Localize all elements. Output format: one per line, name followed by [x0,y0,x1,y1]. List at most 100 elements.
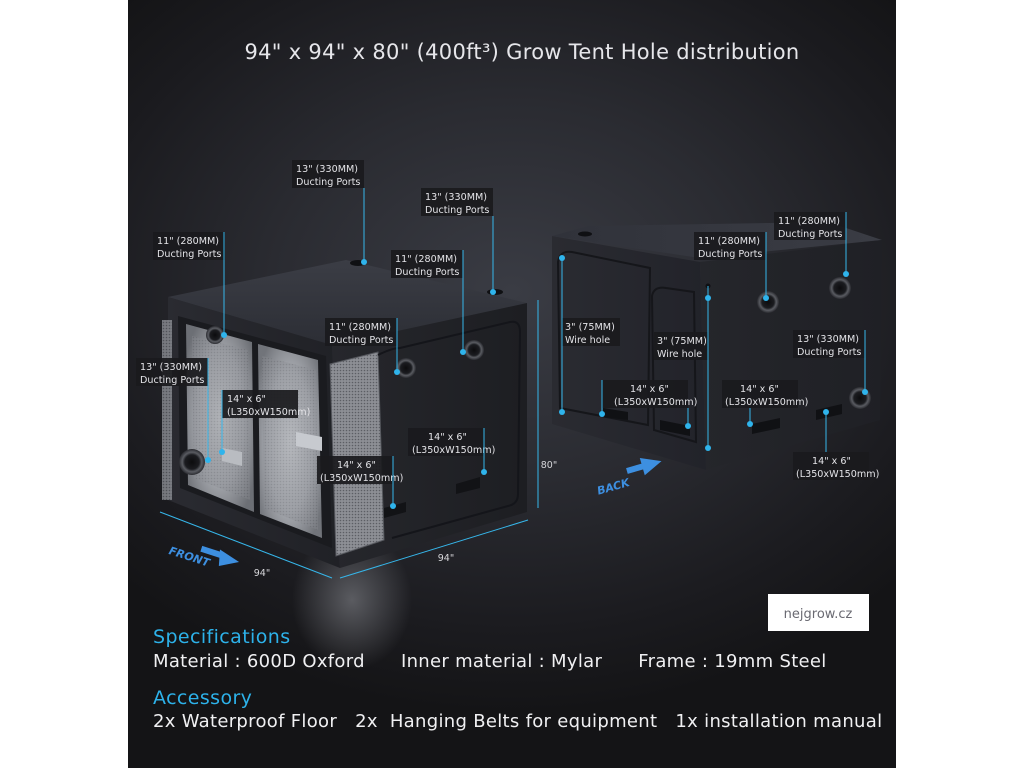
front-arrow-shaft [200,545,224,559]
front-port-11-mid-icon [464,340,484,360]
callout-dot [361,259,367,265]
callout-line-1: 14" x 6" [740,384,779,395]
callout-box [292,160,364,188]
rolled-door-left [162,320,172,500]
back-port-11-right-icon [829,277,851,299]
infographic-title: 94" x 94" x 80" (400ft³) Grow Tent Hole … [244,40,799,64]
callout-line-2: Wire hole [657,349,702,360]
callout-dot-top [559,255,565,261]
callout-line-1: 13" (330MM) [140,362,202,373]
callout-line-2: (L350xW150mm) [796,469,879,480]
callout-box [421,188,493,216]
callout-line-1: 14" x 6" [337,460,376,471]
callout-back-right-13: 13" (330MM) Ducting Ports [793,330,868,395]
back-arrow-shaft [626,463,646,474]
specifications-heading: Specifications [153,626,291,648]
callout-line-2: Wire hole [565,335,610,346]
callout-dot [747,421,753,427]
callout-dot-top [705,295,711,301]
callout-dot [823,409,829,415]
callout-line-2: Ducting Ports [296,177,360,188]
callout-box [774,212,846,240]
callout-back-vent-left: 14" x 6" (L350xW150mm) [599,380,697,429]
callout-dot [481,469,487,475]
callout-front-vent-left: 14" x 6" (L350xW150mm) [219,390,310,455]
callout-dot [843,271,849,277]
front-vent-side-low [384,502,406,518]
front-vent-left [222,448,242,466]
callout-front-top-13: 13" (330MM) Ducting Ports [292,160,367,265]
specifications-line: Material : 600D Oxford Inner material : … [153,651,827,672]
callout-line-2: Ducting Ports [140,375,204,386]
callout-line-1: 13" (330MM) [296,164,358,175]
callout-dot [460,349,466,355]
watermark: nejgrow.cz [768,594,869,631]
dimension-line-width [159,511,333,579]
callout-line-2: Ducting Ports [797,347,861,358]
front-arrow-head-icon [218,549,240,566]
callout-back-top-right-11: 11" (280MM) Ducting Ports [774,212,849,277]
dimension-line-depth [339,519,529,579]
callout-line-2: Ducting Ports [778,229,842,240]
callout-back-vent-right: 14" x 6" (L350xW150mm) [722,380,808,427]
callout-box [325,318,397,346]
back-tent: BACK 11" (280MM) Ducting Ports 11" (280M… [552,212,882,498]
callout-dot-bottom [705,445,711,451]
open-door-flap-edge [329,351,385,557]
front-direction-arrow: FRONT [167,544,240,570]
callout-line-2: (L350xW150mm) [412,445,495,456]
callout-dot [862,389,868,395]
callout-line-2: (L350xW150mm) [320,473,403,484]
callout-line-1: 14" x 6" [428,432,467,443]
back-direction-arrow: BACK [596,457,662,498]
side-door-zipper [377,320,522,539]
back-vent-mid [660,420,690,436]
back-port-11-left-icon [757,291,779,313]
callout-front-left-11: 11" (280MM) Ducting Ports [153,232,227,338]
callout-line-2: Ducting Ports [395,267,459,278]
callout-dot [221,332,227,338]
callout-line-2: Ducting Ports [157,249,221,260]
open-door-flap [330,352,384,556]
callout-line-1: 14" x 6" [812,456,851,467]
callout-back-vent-bottom: 14" x 6" (L350xW150mm) [793,409,879,480]
callout-box [408,428,484,456]
callout-dot-2 [685,423,691,429]
callout-front-vent-mid: 14" x 6" (L350xW150mm) [317,456,403,509]
callout-dot-bottom [559,409,565,415]
callout-box [391,250,463,278]
back-vent-left [603,408,628,420]
callout-front-left-13: 13" (330MM) Ducting Ports [136,358,211,463]
watermark-box [768,594,869,631]
callout-line-1: 13" (330MM) [797,334,859,345]
back-top-cap [578,231,592,237]
callout-back-top-left-11: 11" (280MM) Ducting Ports [694,232,769,301]
callout-line-1: 11" (280MM) [395,254,457,265]
callout-line-1: 13" (330MM) [425,192,487,203]
front-port-11-side-icon [396,358,416,378]
callout-box [222,390,298,418]
callout-line-1: 3" (75MM) [565,322,615,333]
callout-box [562,318,620,346]
callout-dot [205,457,211,463]
callout-dot [763,295,769,301]
callout-dot [390,503,396,509]
back-left-door-zipper [556,250,652,427]
callout-box [694,232,766,260]
callout-box [317,456,393,484]
back-direction-label: BACK [596,476,633,498]
callout-line-1: 11" (280MM) [157,236,219,247]
callout-box [602,380,688,408]
callout-front-vent-right: 14" x 6" (L350xW150mm) [408,428,495,475]
callout-line-1: 14" x 6" [227,394,266,405]
callout-line-2: (L350xW150mm) [725,397,808,408]
callout-back-wire-left: 3" (75MM) Wire hole [559,255,620,415]
front-tent: 94" 94" 80" FRONT 13" (330MM) Ducting Po… [136,160,557,670]
callout-box [793,452,869,480]
back-port-13-right-icon [849,387,871,409]
callout-dot [219,449,225,455]
callout-box [136,358,208,386]
infographic-canvas: 94" x 94" x 80" (400ft³) Grow Tent Hole … [136,40,882,732]
callout-dot [599,411,605,417]
